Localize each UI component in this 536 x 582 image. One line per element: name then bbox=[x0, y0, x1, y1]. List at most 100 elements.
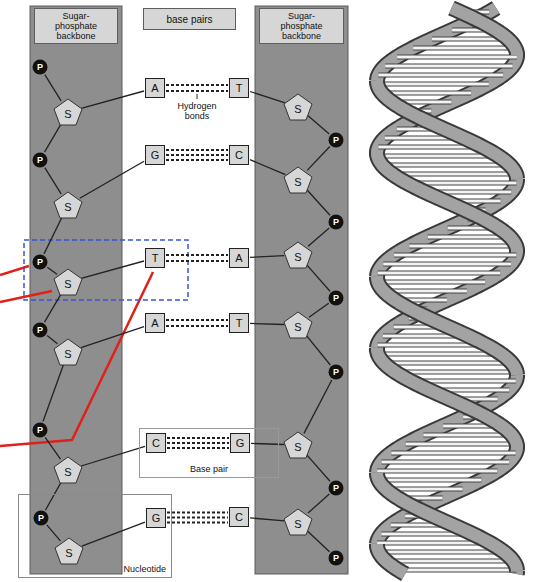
helix-rung bbox=[378, 74, 503, 77]
node-text: S bbox=[294, 103, 301, 115]
helix-rung bbox=[384, 362, 512, 365]
nucleotide-box: NucleotidePSG bbox=[18, 494, 172, 578]
helix-rung-edge bbox=[398, 568, 517, 573]
helix-strand-edge bbox=[377, 153, 517, 251]
phosphate-node: P bbox=[32, 422, 48, 438]
helix-rung-edge bbox=[378, 271, 501, 276]
hydrogen-bond bbox=[167, 513, 228, 523]
base-box: C bbox=[146, 433, 166, 453]
helix-rung bbox=[377, 83, 489, 86]
helix-rung bbox=[379, 551, 504, 554]
backbone-bond bbox=[44, 217, 62, 254]
phosphate-circle-fill bbox=[33, 255, 48, 270]
helix-rung bbox=[406, 443, 517, 446]
backbone-bond bbox=[309, 303, 329, 317]
sugar-pentagon-fill bbox=[284, 312, 312, 338]
helix-rung-edge bbox=[382, 163, 510, 168]
phosphate-node: P bbox=[328, 290, 344, 306]
hydrogen-bond bbox=[166, 150, 228, 160]
backbone-bond bbox=[306, 335, 330, 365]
helix-rung-edge bbox=[378, 352, 501, 357]
base-box: T bbox=[145, 248, 165, 268]
base-pair-box: Base pairCG bbox=[139, 428, 279, 478]
node-text: S bbox=[64, 348, 71, 360]
helix-rung-edge bbox=[394, 253, 516, 258]
helix-rung-edge bbox=[391, 451, 515, 456]
hydrogen-bond bbox=[166, 255, 228, 261]
backbone-bond bbox=[250, 256, 284, 258]
backbone-bond bbox=[45, 75, 61, 101]
helix-strand bbox=[452, 8, 518, 55]
helix-strand bbox=[377, 473, 517, 571]
node-text: A bbox=[235, 252, 242, 264]
phosphate-circle-fill bbox=[329, 481, 344, 496]
node-text: S bbox=[294, 518, 301, 530]
base-box: A bbox=[229, 248, 249, 268]
node-text: S bbox=[294, 441, 301, 453]
node-text: Sugar-phosphate backbone bbox=[280, 11, 322, 41]
phosphate-circle-fill bbox=[329, 215, 344, 230]
helix-strand-edge bbox=[377, 348, 517, 447]
helix-rung bbox=[423, 434, 512, 437]
node-text: P bbox=[37, 325, 43, 335]
sugar-node: S bbox=[53, 456, 83, 484]
helix-rung bbox=[382, 164, 510, 167]
helix-rung-edge bbox=[378, 73, 503, 78]
helix-rung-edge bbox=[377, 82, 489, 87]
helix-strand bbox=[377, 81, 517, 179]
backbone-bond bbox=[250, 160, 285, 175]
helix-rung bbox=[385, 65, 512, 68]
helix-rung bbox=[386, 560, 513, 563]
sugar-pentagon-fill bbox=[54, 339, 82, 365]
phosphate-node: P bbox=[328, 550, 344, 566]
base-box: A bbox=[145, 313, 165, 333]
node-text: C bbox=[235, 149, 243, 161]
helix-rung bbox=[409, 245, 516, 248]
backbone-bond bbox=[304, 380, 332, 433]
sugar-pentagon-fill bbox=[55, 538, 83, 564]
base-box: G bbox=[230, 433, 250, 453]
sugar-pentagon-fill bbox=[284, 167, 312, 193]
hydrogen-bond bbox=[166, 320, 228, 326]
helix-strand-edge bbox=[377, 81, 517, 179]
backbone-bond bbox=[307, 455, 330, 481]
base-box: T bbox=[229, 313, 249, 333]
node-text: P bbox=[38, 513, 44, 523]
helix-rung bbox=[398, 569, 517, 572]
helix-rung-edge bbox=[379, 550, 504, 555]
helix-rung bbox=[379, 479, 482, 482]
node-text: G bbox=[236, 437, 245, 449]
node-text: Sugar-phosphate backbone bbox=[55, 11, 97, 41]
helix-rung-edge bbox=[386, 559, 513, 564]
sugar-node: S bbox=[283, 311, 313, 339]
backbone-bond bbox=[80, 161, 144, 198]
node-text: Nucleotide bbox=[123, 564, 166, 574]
helix-strand-edge bbox=[452, 8, 518, 55]
base-box: C bbox=[229, 507, 249, 527]
backbone-bond bbox=[81, 91, 144, 108]
phosphate-node: P bbox=[328, 364, 344, 380]
phosphate-node: P bbox=[32, 152, 48, 168]
column-header: base pairs bbox=[143, 8, 236, 30]
helix-rung bbox=[413, 47, 515, 50]
phosphate-node: P bbox=[328, 132, 344, 148]
helix-rung-edge bbox=[406, 442, 517, 447]
backbone-bond bbox=[43, 364, 64, 421]
backbone-bond bbox=[250, 323, 284, 324]
helix-strand-edge bbox=[377, 277, 517, 375]
helix-rung bbox=[382, 461, 510, 464]
node-text: S bbox=[294, 251, 301, 263]
phosphate-circle-fill bbox=[329, 365, 344, 380]
helix-strand bbox=[377, 153, 517, 251]
highlight-box bbox=[24, 240, 188, 300]
backbone-bond bbox=[81, 446, 145, 466]
node-text: C bbox=[235, 511, 243, 523]
phosphate-node: P bbox=[33, 510, 49, 526]
node-text: P bbox=[333, 217, 339, 227]
backbone-bond bbox=[308, 494, 329, 513]
node-text: T bbox=[236, 317, 243, 329]
helix-strand bbox=[377, 348, 517, 447]
base-box: G bbox=[146, 508, 166, 528]
backbone-bond bbox=[307, 147, 330, 171]
helix-rung-edge bbox=[378, 280, 485, 285]
